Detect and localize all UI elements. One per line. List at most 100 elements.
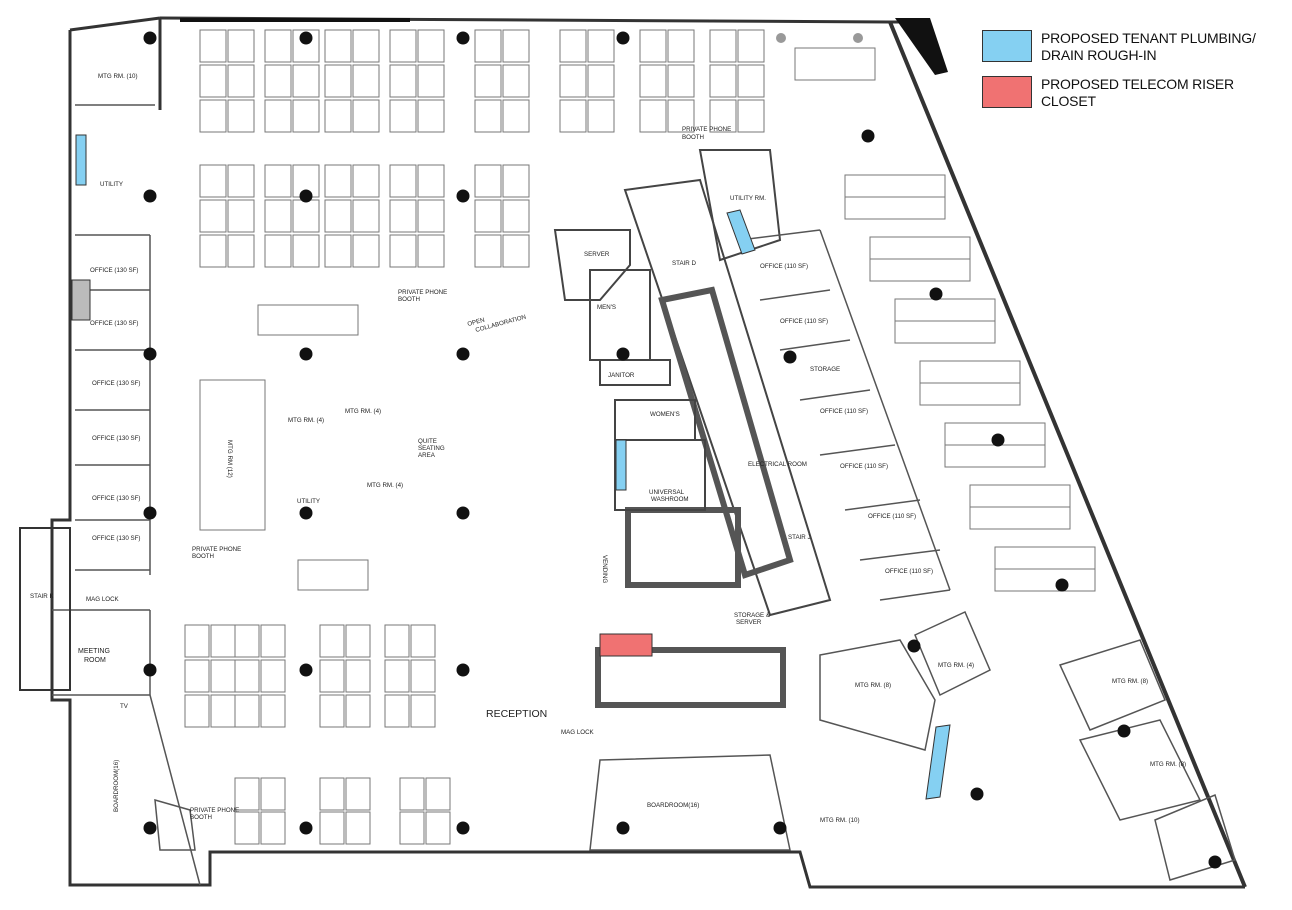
column	[991, 433, 1005, 447]
desk	[227, 99, 255, 133]
desk	[324, 64, 352, 98]
column	[299, 31, 313, 45]
desk	[869, 258, 971, 282]
desk	[384, 659, 410, 693]
desk	[264, 29, 292, 63]
desk	[389, 29, 417, 63]
stair-k-box	[19, 527, 71, 691]
label-stair-j: STAIR J	[788, 534, 811, 541]
corner-column	[895, 18, 948, 75]
desk	[324, 234, 352, 268]
desk	[227, 64, 255, 98]
desk	[410, 694, 436, 728]
label-utility-rm: UTILITY RM.	[730, 195, 766, 202]
desk	[894, 320, 996, 344]
label-stair-k: STAIR K	[30, 593, 54, 600]
column-left	[71, 279, 91, 321]
label-janitor: JANITOR	[608, 372, 635, 379]
desk	[227, 234, 255, 268]
column	[299, 506, 313, 520]
desk	[417, 29, 445, 63]
desk	[234, 777, 260, 811]
desk	[234, 811, 260, 845]
column	[773, 821, 787, 835]
label-storage: STORAGE	[810, 366, 840, 373]
desk	[737, 99, 765, 133]
label-universal-1: UNIVERSAL	[649, 489, 685, 496]
legend-telecom-line1: PROPOSED TELECOM RISER CLOSET	[1041, 76, 1234, 109]
desk	[389, 99, 417, 133]
label-stair-d: STAIR D	[672, 260, 696, 267]
column	[299, 821, 313, 835]
plumbing-rough-in-washroom	[615, 439, 627, 491]
desk	[559, 29, 587, 63]
desk	[667, 99, 695, 133]
desk	[474, 234, 502, 268]
label-office-l2: OFFICE (130 SF)	[90, 320, 138, 327]
label-electrical: ELECTRICAL ROOM	[748, 461, 807, 468]
plumbing-rough-in-lower-right	[925, 724, 951, 800]
desk	[502, 164, 530, 198]
desk	[184, 659, 210, 693]
label-phone-booth-bottom-1: PRIVATE PHONE	[190, 807, 239, 814]
desk	[324, 164, 352, 198]
desk	[389, 234, 417, 268]
column	[299, 663, 313, 677]
desk	[384, 694, 410, 728]
label-mtg-rm-10b: MTG RM. (10)	[820, 817, 860, 824]
label-office-r2: OFFICE (110 SF)	[780, 318, 828, 325]
desk	[227, 164, 255, 198]
desk	[667, 29, 695, 63]
desk	[587, 29, 615, 63]
desk	[260, 659, 286, 693]
desk	[345, 777, 371, 811]
desk	[292, 64, 320, 98]
legend-item-plumbing: PROPOSED TENANT PLUMBING/ DRAIN ROUGH-IN	[982, 30, 1282, 64]
desk	[324, 29, 352, 63]
desk	[667, 64, 695, 98]
desk	[345, 811, 371, 845]
desk	[502, 64, 530, 98]
legend-plumbing-line2: DRAIN ROUGH-IN	[1041, 47, 1157, 63]
column	[299, 189, 313, 203]
desk	[417, 164, 445, 198]
desk	[199, 99, 227, 133]
right-offices	[739, 229, 951, 601]
desk	[352, 64, 380, 98]
lower-right-rooms	[154, 610, 1236, 881]
desk	[352, 164, 380, 198]
desk	[502, 29, 530, 63]
label-mtg-rm-8b: MTG RM. (8)	[1112, 678, 1148, 685]
desk	[389, 64, 417, 98]
desk	[474, 199, 502, 233]
label-mtg-rm-8a: MTG RM. (8)	[855, 682, 891, 689]
desk	[844, 196, 946, 220]
column	[929, 287, 943, 301]
column	[299, 347, 313, 361]
desk	[234, 624, 260, 658]
desk	[425, 777, 451, 811]
column	[456, 821, 470, 835]
desk	[639, 99, 667, 133]
desk	[324, 99, 352, 133]
column	[143, 506, 157, 520]
desk	[474, 99, 502, 133]
desk	[794, 47, 876, 81]
column	[456, 663, 470, 677]
desk	[352, 234, 380, 268]
desk	[919, 382, 1021, 406]
desk	[319, 659, 345, 693]
desk	[399, 811, 425, 845]
desk	[264, 234, 292, 268]
column	[1208, 855, 1222, 869]
desk	[260, 777, 286, 811]
desk	[969, 484, 1071, 508]
desk	[969, 506, 1071, 530]
desk	[844, 174, 946, 198]
column	[1055, 578, 1069, 592]
column	[616, 821, 630, 835]
desk	[502, 199, 530, 233]
column	[456, 31, 470, 45]
desk	[184, 694, 210, 728]
label-mtg-rm-4d: MTG RM. (4)	[938, 662, 974, 669]
